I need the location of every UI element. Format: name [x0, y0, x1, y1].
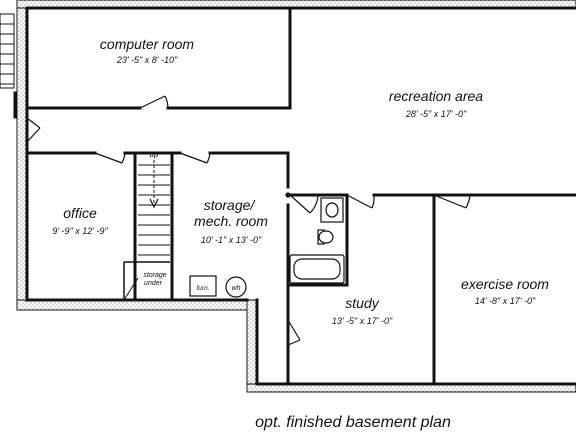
bathroom-fixtures: [289, 197, 345, 284]
plan-caption: opt. finished basement plan: [255, 414, 451, 431]
storage-name-line2: mech. room: [194, 213, 268, 229]
sink-icon: [325, 202, 339, 218]
exercise-room-name: exercise room: [461, 276, 549, 292]
storage-under-label-1: storage: [143, 272, 166, 279]
recreation-area-dims: 28' -5" x 17' -0": [405, 109, 467, 119]
exterior-stair: [0, 13, 18, 119]
storage-name-line1: storage/: [204, 197, 257, 213]
office-name: office: [63, 205, 97, 221]
exercise-room-dims: 14' -8" x 17' -0": [475, 296, 536, 306]
mechanical-equipment: [189, 192, 291, 298]
office-dims: 9' -9" x 12' -9": [52, 226, 108, 236]
computer-room-name: computer room: [100, 36, 194, 52]
toilet-icon: [318, 230, 334, 244]
computer-room-dims: 23' -5" x 8' -10": [116, 55, 178, 65]
furnace-label: furn.: [196, 285, 209, 292]
stair-up-label: up: [150, 150, 159, 159]
recreation-area-name: recreation area: [389, 88, 483, 104]
room-labels: computer room 23' -5" x 8' -10" recreati…: [52, 36, 549, 326]
storage-under-label-2: under: [144, 280, 163, 287]
study-name: study: [345, 295, 379, 311]
water-heater-icon: [225, 276, 247, 298]
furnace-icon: [189, 275, 217, 297]
interior-walls: [25, 6, 576, 386]
storage-dims: 10' -1" x 13' -0": [201, 235, 262, 245]
water-heater-label: wh: [232, 285, 241, 292]
doors: [26, 95, 471, 346]
study-dims: 13' -5" x 17' -0": [332, 316, 393, 326]
interior-stair: [123, 160, 170, 301]
